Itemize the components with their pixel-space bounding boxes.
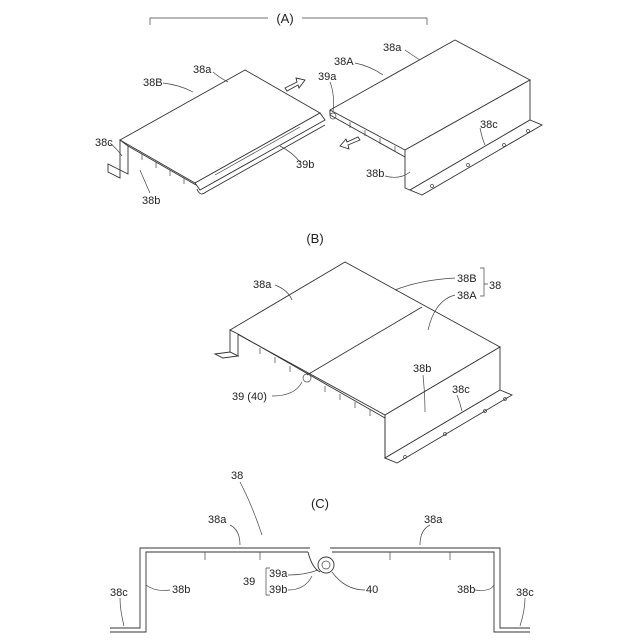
- pin-40: [322, 561, 330, 569]
- label-38b-right: 38b: [366, 168, 384, 180]
- label-c-39a: 39a: [269, 568, 288, 580]
- section-a: (A): [95, 11, 542, 207]
- label-b-38a: 38a: [253, 279, 272, 291]
- section-b-title: (B): [306, 231, 323, 246]
- label-b-38A: 38A: [457, 290, 477, 302]
- joint-39-40: [303, 374, 311, 382]
- label-38b-left: 38b: [142, 195, 160, 207]
- section-b: (B) 38a 38B 38A 38 38b: [215, 231, 512, 463]
- label-b-38b: 38b: [413, 363, 431, 375]
- hook-39a-section: [318, 557, 334, 573]
- label-c-38b-right: 38b: [457, 584, 475, 596]
- label-38c-left: 38c: [95, 137, 113, 149]
- arrow-left-icon: [340, 137, 360, 149]
- label-38c-right: 38c: [480, 119, 498, 131]
- label-c-38a-left: 38a: [208, 514, 227, 526]
- section-c: (C) 38 38a 38a 39 39a 39b 40 38b 38b 38c: [110, 470, 534, 632]
- label-39a: 39a: [318, 71, 337, 83]
- label-b-39-40: 39 (40): [232, 391, 267, 403]
- label-39b: 39b: [296, 159, 314, 171]
- label-c-40: 40: [366, 584, 378, 596]
- label-c-39: 39: [243, 576, 255, 588]
- label-38B: 38B: [143, 77, 163, 89]
- section-c-title: (C): [311, 496, 329, 511]
- label-c-39b: 39b: [269, 584, 287, 596]
- panel-38A: [330, 40, 542, 195]
- label-38a-right: 38a: [383, 42, 402, 54]
- label-b-38B: 38B: [457, 273, 477, 285]
- arrow-right-icon: [285, 78, 305, 91]
- label-c-38c-right: 38c: [516, 587, 534, 599]
- label-c-38c-left: 38c: [110, 587, 128, 599]
- label-c-38a-right: 38a: [424, 514, 443, 526]
- label-b-38c: 38c: [452, 384, 470, 396]
- label-c-38: 38: [231, 470, 243, 482]
- label-38a-left: 38a: [193, 64, 212, 76]
- section-a-title: (A): [276, 11, 293, 26]
- label-b-38: 38: [489, 280, 501, 292]
- panel-38B: [108, 70, 325, 194]
- label-c-38b-left: 38b: [172, 584, 190, 596]
- label-38A: 38A: [334, 56, 354, 68]
